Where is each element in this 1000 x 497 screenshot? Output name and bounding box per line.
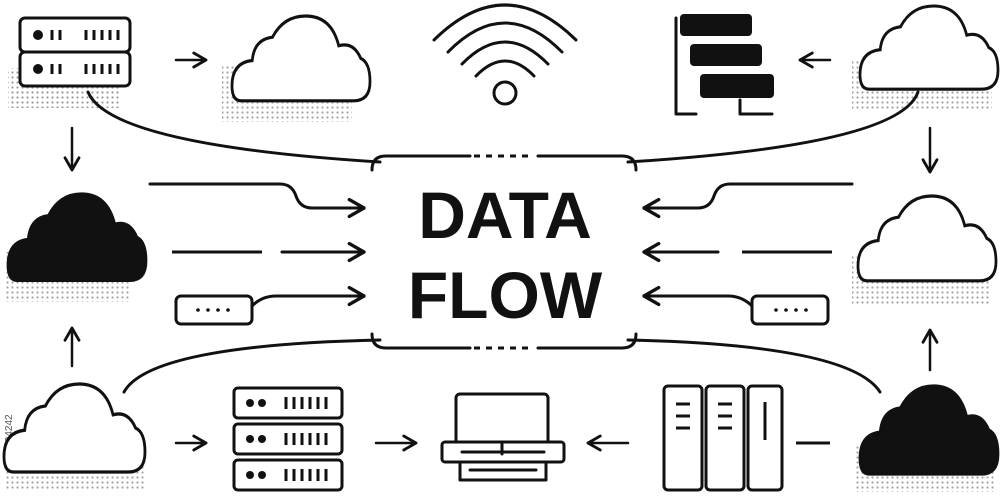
arrow-right	[250, 285, 366, 308]
storage-cabinet-icon	[662, 384, 784, 492]
module-box-icon	[750, 294, 830, 326]
title-panel: DATA FLOW	[370, 154, 638, 350]
server-stack-icon	[232, 386, 344, 492]
cloud-outline-icon	[852, 4, 1000, 110]
module-box-icon	[174, 294, 254, 326]
desktop-computer-icon	[440, 392, 566, 482]
arrow-right	[148, 182, 366, 219]
cloud-filled-icon	[854, 384, 1000, 492]
server-rack-icon	[8, 16, 132, 108]
connector-curve	[626, 338, 882, 394]
cloud-outline-icon	[2, 382, 147, 490]
connector-curve	[122, 338, 382, 394]
title-line-2: FLOW	[408, 258, 603, 332]
bar-list-icon	[674, 14, 774, 116]
cloud-filled-icon	[4, 192, 148, 302]
arrow-left	[642, 285, 754, 308]
cloud-outline-icon	[852, 194, 998, 304]
title-line-1: DATA	[418, 178, 592, 252]
connector-curve	[86, 90, 382, 164]
arrow-left	[642, 182, 854, 219]
cloud-outline-icon	[222, 14, 372, 122]
connector-curve	[626, 90, 920, 164]
wifi-icon	[432, 3, 578, 106]
